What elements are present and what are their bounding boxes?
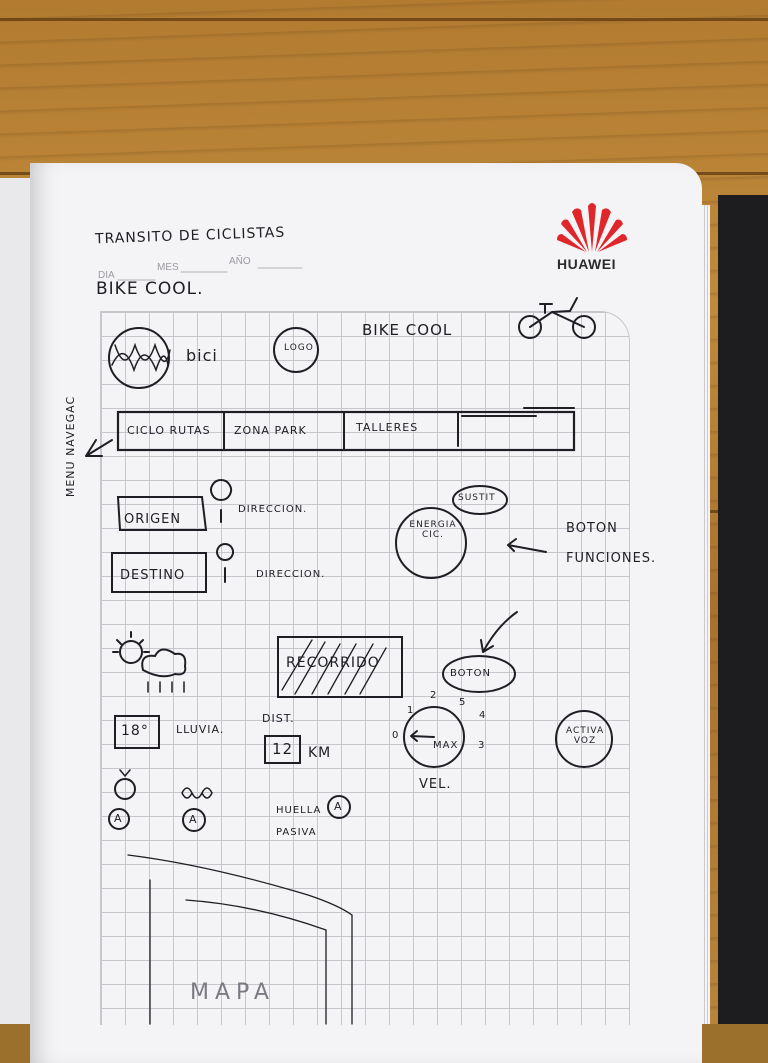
speed-tick-3: 3 <box>478 740 486 751</box>
footprint-badge: A <box>334 800 343 813</box>
speed-tag: BOTON <box>450 668 492 679</box>
origin-address: DIRECCION. <box>238 504 308 515</box>
energy-button[interactable]: ENERGIA CIC. <box>409 520 457 540</box>
date-month-label: MES <box>157 262 179 273</box>
functions-note: BOTON FUNCIONES. <box>566 521 657 566</box>
record-button[interactable]: RECORRIDO <box>286 655 380 671</box>
distance-label: DIST. <box>262 712 295 725</box>
nav-menu-label: MENU NAVEGAC <box>64 395 78 498</box>
destination-button[interactable]: DESTINO <box>120 568 186 583</box>
bici-label: bici <box>186 346 218 365</box>
sustit-tag: SUSTIT <box>458 493 496 503</box>
tab-talleres[interactable]: TALLERES <box>356 421 419 434</box>
weather-condition: LLUVIA. <box>176 723 225 736</box>
origin-button[interactable]: ORIGEN <box>124 512 182 527</box>
graph-paper-grid <box>100 311 630 1025</box>
speed-tick-4: 4 <box>479 710 487 721</box>
logo-placeholder[interactable]: LOGO <box>284 343 314 353</box>
activate-voice-button[interactable]: ACTIVA VOZ <box>566 726 605 746</box>
speed-tick-0: 0 <box>392 730 400 741</box>
app-name: BIKE COOL <box>362 321 453 339</box>
wireframe-sketch <box>85 267 613 1025</box>
speedometer-label: VEL. <box>419 777 452 792</box>
temperature-value: 18° <box>121 723 149 739</box>
plank-seam <box>0 18 768 21</box>
destination-address: DIRECCION. <box>256 569 326 580</box>
date-day-label: DIA <box>98 270 115 281</box>
speedometer-center: MAX <box>433 740 459 751</box>
tab-zona-park[interactable]: ZONA PARK <box>234 424 307 437</box>
huawei-logo-icon <box>557 203 627 252</box>
tab-ciclo-rutas[interactable]: CICLO RUTAS <box>127 424 211 437</box>
page-subtitle: BIKE COOL. <box>96 279 204 299</box>
brand-name: HUAWEI <box>557 256 616 272</box>
notebook-elastic-strap <box>718 195 768 1024</box>
icon-badge: A <box>114 812 123 825</box>
speed-tick-1: 1 <box>407 705 415 716</box>
speed-tick-2: 2 <box>430 690 438 701</box>
distance-unit: KM <box>308 745 332 761</box>
map-label: MAPA <box>190 980 275 1005</box>
distance-value: 12 <box>272 740 294 758</box>
footprint-label: HUELLA PASIVA <box>276 805 322 838</box>
icon-badge: A <box>189 813 198 826</box>
speed-tick-5: 5 <box>459 697 467 708</box>
date-year-label: AÑO <box>229 256 251 267</box>
